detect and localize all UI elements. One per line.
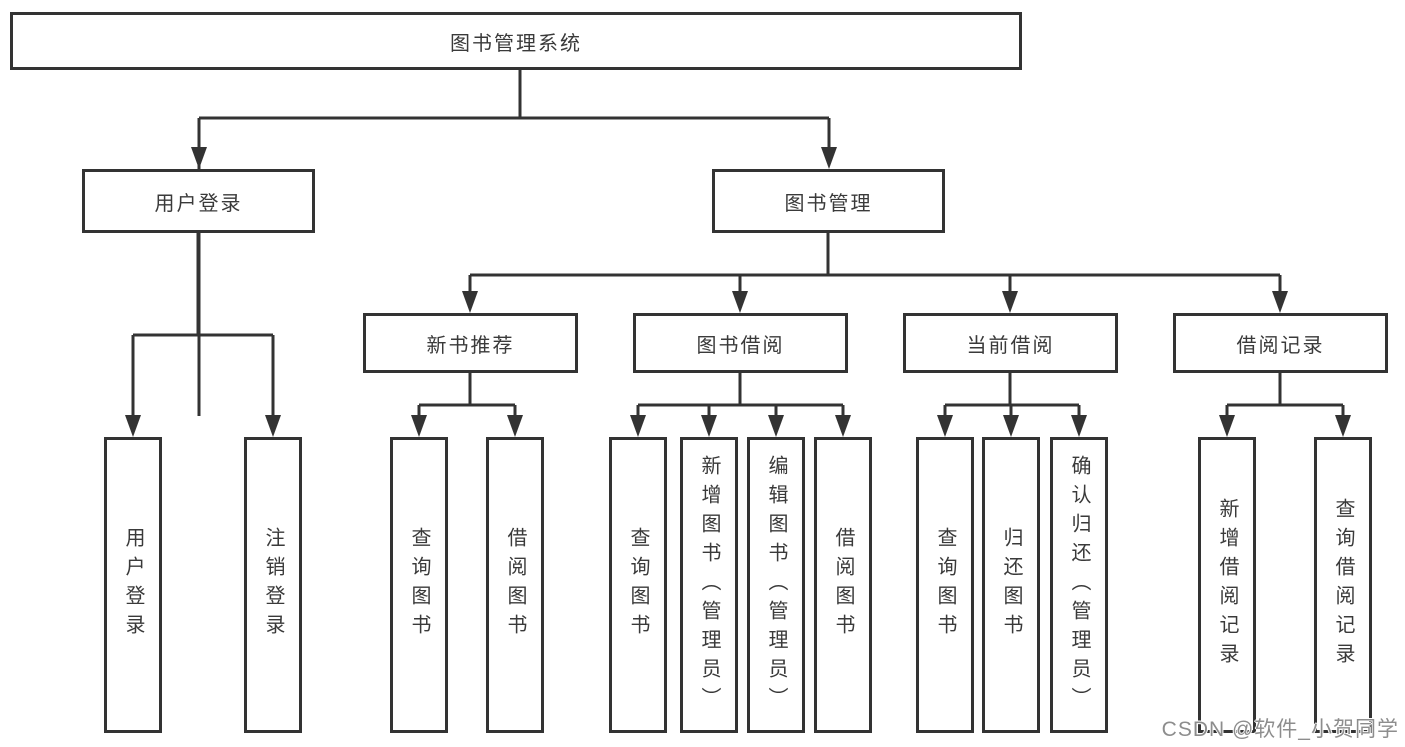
- node-leaf-edit-books-admin: 编辑图书（管理员）: [747, 437, 805, 733]
- node-leaf-borrow-books: 借阅图书: [814, 437, 872, 733]
- node-leaf-add-books-admin: 新增图书（管理员）: [680, 437, 738, 733]
- node-leaf-borrow-books-recommend: 借阅图书: [486, 437, 544, 733]
- connector-new-book-group: [411, 373, 523, 437]
- node-leaf-return-books: 归还图书: [982, 437, 1040, 733]
- arrowhead: [630, 415, 646, 437]
- arrowhead: [1272, 291, 1288, 313]
- node-leaf-query-books-borrow: 查询图书: [609, 437, 667, 733]
- connector-book-management-to-level3: [462, 233, 1288, 313]
- node-book-management-system: 图书管理系统: [10, 12, 1022, 70]
- arrowhead: [732, 291, 748, 313]
- node-leaf-confirm-return-admin: 确认归还（管理员）: [1050, 437, 1108, 733]
- arrowhead: [1003, 415, 1019, 437]
- arrowhead: [462, 291, 478, 313]
- arrowhead: [125, 415, 141, 437]
- connector-book-borrow-group: [630, 373, 851, 437]
- connector-borrow-record-group: [1219, 373, 1351, 437]
- node-leaf-query-books-recommend: 查询图书: [390, 437, 448, 733]
- csdn-watermark: CSDN @软件_小贺同学: [1161, 718, 1399, 741]
- arrowhead: [701, 415, 717, 437]
- arrowhead: [937, 415, 953, 437]
- arrowhead: [1219, 415, 1235, 437]
- node-book-management: 图书管理: [712, 169, 945, 233]
- arrowhead: [1002, 291, 1018, 313]
- connector-current-borrow-group: [937, 373, 1087, 437]
- node-user-login: 用户登录: [82, 169, 315, 233]
- node-book-borrowing: 图书借阅: [633, 313, 848, 373]
- node-leaf-logout: 注销登录: [244, 437, 302, 733]
- node-leaf-query-borrow-record: 查询借阅记录: [1314, 437, 1372, 733]
- connector-user-login-group: [125, 233, 281, 437]
- arrowhead: [507, 415, 523, 437]
- node-leaf-query-books-current: 查询图书: [916, 437, 974, 733]
- arrowhead: [1335, 415, 1351, 437]
- arrowhead: [265, 415, 281, 437]
- arrowhead: [1071, 415, 1087, 437]
- arrowhead: [835, 415, 851, 437]
- connector-root-to-level2: [191, 70, 837, 416]
- arrowhead: [821, 147, 837, 169]
- arrowhead: [191, 147, 207, 169]
- node-borrowing-records: 借阅记录: [1173, 313, 1388, 373]
- node-new-book-recommendation: 新书推荐: [363, 313, 578, 373]
- arrowhead: [411, 415, 427, 437]
- arrowhead: [768, 415, 784, 437]
- node-leaf-add-borrow-record: 新增借阅记录: [1198, 437, 1256, 733]
- node-current-borrowing: 当前借阅: [903, 313, 1118, 373]
- node-leaf-user-login: 用户登录: [104, 437, 162, 733]
